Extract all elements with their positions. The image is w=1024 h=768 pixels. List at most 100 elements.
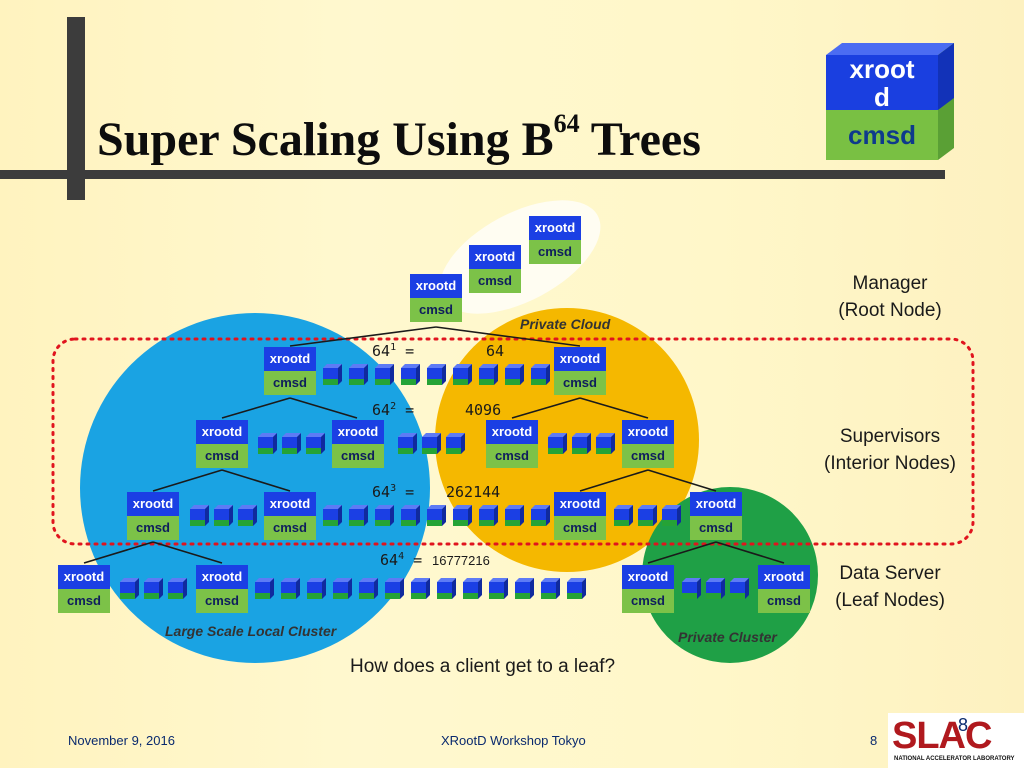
server-cube bbox=[214, 505, 233, 526]
server-cube bbox=[682, 578, 701, 599]
server-cube bbox=[190, 505, 209, 526]
server-cube bbox=[548, 433, 567, 454]
server-cube bbox=[282, 433, 301, 454]
footer-date: November 9, 2016 bbox=[68, 733, 175, 748]
server-cube bbox=[258, 433, 277, 454]
server-cube bbox=[349, 505, 368, 526]
server-cube bbox=[596, 433, 615, 454]
server-cube bbox=[706, 578, 725, 599]
server-cube bbox=[427, 364, 446, 385]
slide-title: Super Scaling Using B64 Trees bbox=[97, 109, 701, 166]
server-cube bbox=[479, 364, 498, 385]
private-cloud-label: Private Cloud bbox=[520, 316, 611, 332]
level-3-count: 643 = bbox=[372, 483, 415, 501]
server-cube bbox=[375, 364, 394, 385]
supervisor-dotted-border bbox=[51, 337, 975, 546]
server-cube bbox=[120, 578, 139, 599]
server-cube bbox=[255, 578, 274, 599]
level-2-count: 642 = bbox=[372, 401, 415, 419]
level-2-value: 4096 bbox=[465, 401, 502, 419]
server-cube bbox=[168, 578, 187, 599]
title-horizontal-bar bbox=[0, 170, 945, 179]
supervisors-role-label: Supervisors (Interior Nodes) bbox=[824, 426, 956, 474]
slac-logo-subtext: NATIONAL ACCELERATOR LABORATORY bbox=[894, 756, 1015, 762]
server-cube bbox=[567, 578, 586, 599]
server-cube bbox=[411, 578, 430, 599]
server-cube bbox=[541, 578, 560, 599]
server-cubes bbox=[120, 364, 749, 599]
server-cube bbox=[531, 505, 550, 526]
server-cube bbox=[453, 364, 472, 385]
local-cluster-area bbox=[80, 313, 430, 663]
server-cube bbox=[730, 578, 749, 599]
server-cube bbox=[453, 505, 472, 526]
slac-logo-word: SLAC bbox=[892, 715, 992, 757]
server-cube bbox=[531, 364, 550, 385]
private-cluster-area bbox=[642, 487, 818, 663]
server-cube bbox=[638, 505, 657, 526]
level-4-value: 16777216 bbox=[432, 553, 490, 568]
server-cube bbox=[401, 364, 420, 385]
server-cube bbox=[323, 505, 342, 526]
server-cube bbox=[463, 578, 482, 599]
logo-xrootd-face: xroot d bbox=[826, 55, 938, 110]
slac-logo-overlay: 8 bbox=[958, 715, 969, 735]
server-cube bbox=[323, 364, 342, 385]
footer-event: XRootD Workshop Tokyo bbox=[441, 733, 586, 748]
title-vertical-bar bbox=[67, 17, 85, 200]
server-cube bbox=[401, 505, 420, 526]
server-cube bbox=[144, 578, 163, 599]
level-1-count: 641 = bbox=[372, 342, 415, 360]
server-cube bbox=[398, 433, 417, 454]
level-3-value: 262144 bbox=[446, 483, 501, 501]
level-4-count: 644 = bbox=[380, 551, 423, 569]
server-cube bbox=[662, 505, 681, 526]
server-cube bbox=[422, 433, 441, 454]
server-cube bbox=[349, 364, 368, 385]
manager-role-label: Manager (Root Node) bbox=[838, 273, 942, 321]
server-cube bbox=[238, 505, 257, 526]
server-cube bbox=[359, 578, 378, 599]
tree-links bbox=[83, 326, 785, 564]
server-cube bbox=[614, 505, 633, 526]
server-cube bbox=[333, 578, 352, 599]
server-cube bbox=[505, 364, 524, 385]
server-cube bbox=[385, 578, 404, 599]
server-cube bbox=[375, 505, 394, 526]
data-server-role-label: Data Server (Leaf Nodes) bbox=[835, 563, 945, 611]
question-text: How does a client get to a leaf? bbox=[350, 656, 616, 677]
server-cube bbox=[307, 578, 326, 599]
logo-cmsd-face: cmsd bbox=[826, 110, 938, 160]
local-cluster-label: Large Scale Local Cluster bbox=[165, 623, 337, 639]
server-cube bbox=[489, 578, 508, 599]
private-cluster-label: Private Cluster bbox=[678, 629, 777, 645]
xrootd-cmsd-logo: xroot d cmsd bbox=[826, 43, 956, 161]
level-1-value: 64 bbox=[486, 342, 505, 360]
server-cube bbox=[437, 578, 456, 599]
server-cube bbox=[505, 505, 524, 526]
logo-cube-sides bbox=[826, 43, 954, 160]
server-cube bbox=[306, 433, 325, 454]
server-cube bbox=[479, 505, 498, 526]
server-cube bbox=[572, 433, 591, 454]
server-cube bbox=[281, 578, 300, 599]
